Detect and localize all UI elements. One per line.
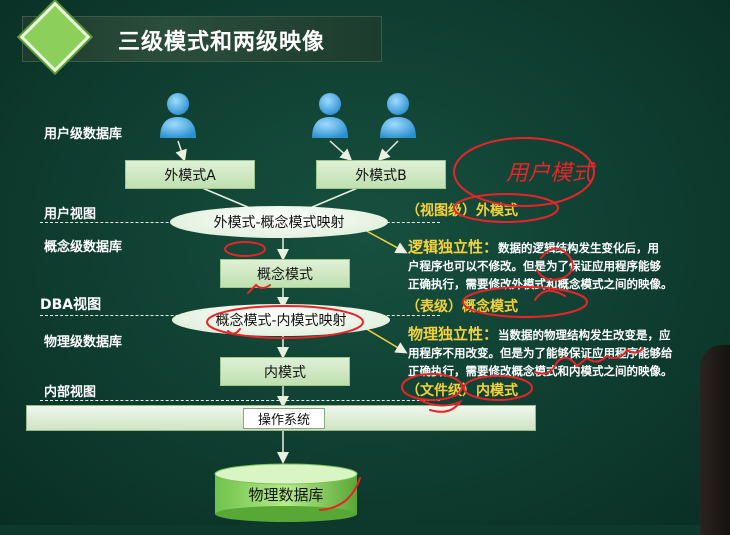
handwritten-user-mode: 用户模式 <box>506 161 597 186</box>
label-user-view: 用户视图 <box>44 207 97 222</box>
label-physical-db: 物理级数据库 <box>44 335 123 350</box>
physical-db-label: 物理数据库 <box>248 486 324 504</box>
file-level-tag: （文件级）内模式 <box>406 383 518 399</box>
label-internal-view: 内部视图 <box>44 385 97 400</box>
logical-independence-title: 逻辑独立性： <box>408 238 499 256</box>
physical-database-cylinder: 物理数据库 <box>213 462 359 522</box>
label-user-db: 用户级数据库 <box>44 127 123 142</box>
operating-system-bar: 操作系统 <box>26 405 536 431</box>
ink-circle-user-mode <box>453 137 595 207</box>
label-dba-view: DBA视图 <box>40 297 102 313</box>
external-schema-a: 外模式A <box>125 160 255 189</box>
user-icon <box>312 93 348 138</box>
internal-schema: 内模式 <box>220 357 350 386</box>
external-concept-mapping: 外模式-概念模式映射 <box>170 206 388 238</box>
external-schema-b: 外模式B <box>316 160 446 189</box>
page-title: 三级模式和两级映像 <box>118 30 326 55</box>
logical-independence-note: 逻辑独立性：数据的逻辑结构发生变化后，用 户程序也可以不修改。但是为了保证应用程… <box>408 238 713 293</box>
view-level-tag: （视图级）外模式 <box>406 203 518 219</box>
label-concept-db: 概念级数据库 <box>44 240 123 255</box>
database-icon <box>214 463 358 522</box>
user-icon <box>380 93 416 138</box>
presenter-silhouette <box>700 345 730 535</box>
logical-text-3: 正确执行，需要修改外模式和概念模式之间的映像。 <box>408 277 673 291</box>
physical-text-3: 正确执行，需要修改概念模式和内模式之间的映像。 <box>408 364 673 378</box>
user-icon <box>160 93 196 138</box>
separator-line <box>40 400 440 401</box>
physical-text-1: 当数据的物理结构发生改变是，应 <box>498 328 671 342</box>
os-label: 操作系统 <box>243 408 326 429</box>
table-level-tag: （表级）概念模式 <box>406 299 518 315</box>
logical-text-2: 户程序也可以不修改。但是为了保证应用程序能够 <box>408 259 661 273</box>
physical-independence-note: 物理独立性：当数据的物理结构发生改变是，应 用程序不用改变。但是为了能够保证应用… <box>408 325 723 380</box>
logical-text-1: 数据的逻辑结构发生变化后，用 <box>498 241 660 255</box>
conceptual-schema: 概念模式 <box>220 259 350 288</box>
physical-independence-title: 物理独立性： <box>408 325 499 343</box>
